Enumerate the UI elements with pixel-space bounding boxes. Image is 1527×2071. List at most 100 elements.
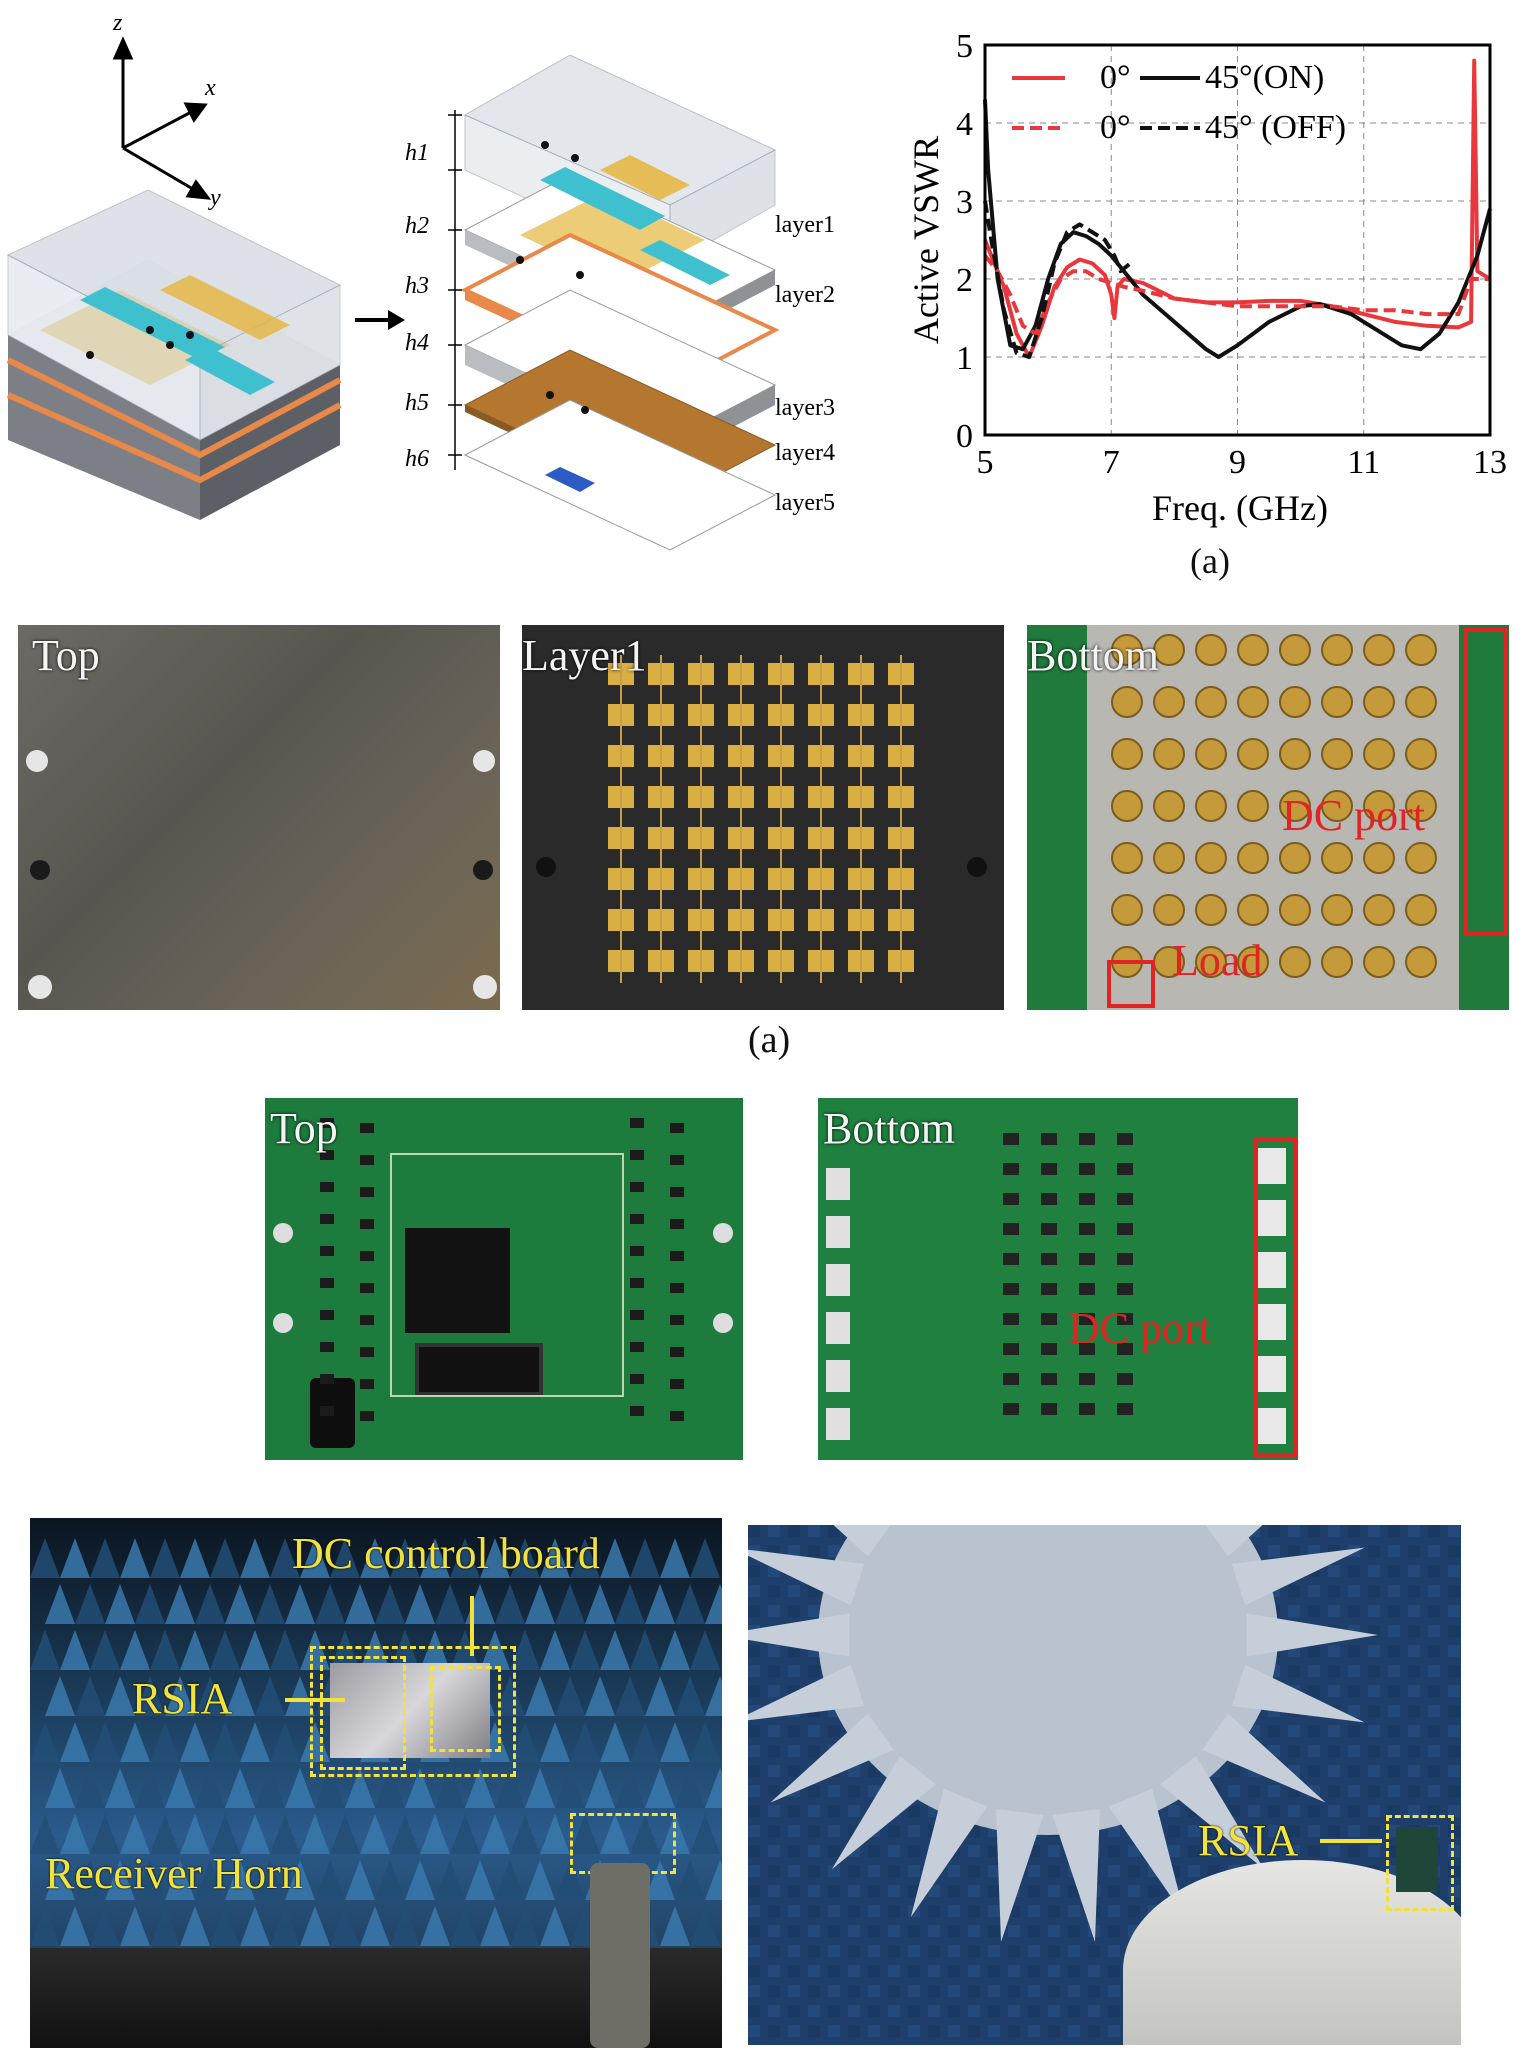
smd-part [670, 1155, 684, 1165]
smd-part [1003, 1253, 1019, 1265]
absorber-tile [748, 1965, 760, 1977]
serration-petal [748, 1664, 865, 1721]
absorber-cone [120, 1906, 150, 1946]
smd-components [320, 1118, 684, 1421]
absorber-tile [1388, 1705, 1400, 1717]
absorber-cone [285, 1584, 315, 1624]
absorber-tile [1308, 1725, 1320, 1737]
smd-part [320, 1150, 334, 1160]
absorber-tile [768, 1665, 780, 1677]
absorber-cones [30, 1538, 722, 1946]
absorber-tile [808, 1725, 820, 1737]
absorber-tile [748, 1525, 760, 1537]
absorber-cone [450, 1814, 480, 1854]
absorber-cone [240, 1906, 270, 1946]
absorber-cone [705, 1768, 722, 1808]
absorber-cone [225, 1768, 255, 1808]
absorber-tile [1288, 1805, 1300, 1817]
reflector-disk [818, 1525, 1278, 1835]
y-tick-label: 4 [956, 106, 973, 143]
absorber-tile [1048, 1965, 1060, 1977]
absorber-cone [570, 1722, 600, 1762]
absorber-tile [1368, 1545, 1380, 1557]
absorber-tile [748, 2025, 760, 2037]
absorber-cone [300, 1814, 330, 1854]
absorber-cone [630, 1630, 660, 1670]
absorber-cone [405, 1860, 435, 1900]
absorber-tile [1228, 1785, 1240, 1797]
absorber-cone [120, 1630, 150, 1670]
serration-petal [1108, 1788, 1186, 1917]
absorber-cone [195, 1584, 225, 1624]
absorber-tile [1348, 1685, 1360, 1697]
absorber-tile [1328, 1685, 1340, 1697]
absorber-tile [1428, 1765, 1440, 1777]
dc-board-label: DC control board [292, 1529, 600, 1578]
smd-part [1117, 1313, 1133, 1325]
absorber-tile [808, 1665, 820, 1677]
absorber-tile [988, 1985, 1000, 1997]
absorber-tile [1208, 1845, 1220, 1857]
absorber-cone [645, 1768, 675, 1808]
absorber-tile [888, 2005, 900, 2017]
screw-hole [967, 857, 987, 877]
smd-part [1041, 1193, 1057, 1205]
absorber-cone [420, 1814, 450, 1854]
fpga-chip [405, 1228, 510, 1333]
absorber-tile [808, 1865, 820, 1877]
x-tick-label: 7 [1103, 444, 1120, 481]
absorber-tile [908, 1925, 920, 1937]
screw-hole [26, 750, 48, 772]
smd-part [1079, 1253, 1095, 1265]
absorber-tile [1428, 1665, 1440, 1677]
sma-connector [1321, 634, 1353, 666]
rsia-target-box [320, 1656, 406, 1770]
absorber-cone [135, 1584, 165, 1624]
absorber-tile [1408, 1565, 1420, 1577]
absorber-tile [988, 1905, 1000, 1917]
absorber-tile [808, 2005, 820, 2017]
smd-part [630, 1278, 644, 1288]
absorber-cone [660, 1538, 690, 1578]
absorber-cone [30, 1630, 60, 1670]
absorber-tile [1248, 1785, 1260, 1797]
legend: 0° 45°(ON) 0° 45° (OFF) [1012, 59, 1346, 146]
absorber-cone [75, 1584, 105, 1624]
absorber-cone [510, 1814, 540, 1854]
absorber-cone [420, 1906, 450, 1946]
absorber-tile [1268, 1785, 1280, 1797]
serration-petal [1231, 1547, 1365, 1606]
smd-part [1041, 1403, 1057, 1415]
absorber-tile [848, 1865, 860, 1877]
photo-label-bottom: Bottom [1027, 631, 1160, 680]
absorber-tile [1028, 1925, 1040, 1937]
absorber-tile [1428, 1685, 1440, 1697]
absorber-tile [1348, 1645, 1360, 1657]
absorber-cone [675, 1768, 705, 1808]
absorber-tile [1308, 1605, 1320, 1617]
absorber-tile [888, 1965, 900, 1977]
absorber-cone [540, 1722, 570, 1762]
absorber-tile [1048, 1985, 1060, 1997]
series-line-s0on [983, 58, 1492, 359]
absorber-tile [1448, 1765, 1460, 1777]
absorber-tile [908, 1805, 920, 1817]
smd-part [670, 1379, 684, 1389]
layer-label-2: layer2 [775, 282, 835, 308]
absorber-cone [645, 1860, 675, 1900]
smd-part [1003, 1343, 1019, 1355]
assembled-antenna-block [6, 189, 342, 520]
absorber-cone [540, 1538, 570, 1578]
absorber-tile [1448, 1625, 1460, 1637]
absorber-cone [510, 1630, 540, 1670]
absorber-cone [420, 1630, 450, 1670]
axis-z-label: z [112, 10, 123, 36]
height-dimension-ruler [448, 110, 462, 470]
absorber-tile [1028, 1945, 1040, 1957]
absorber-tile [1368, 1685, 1380, 1697]
absorber-cone [660, 1722, 690, 1762]
absorber-tile [748, 1565, 760, 1577]
absorber-tile [1328, 1805, 1340, 1817]
absorber-cone [450, 1538, 480, 1578]
